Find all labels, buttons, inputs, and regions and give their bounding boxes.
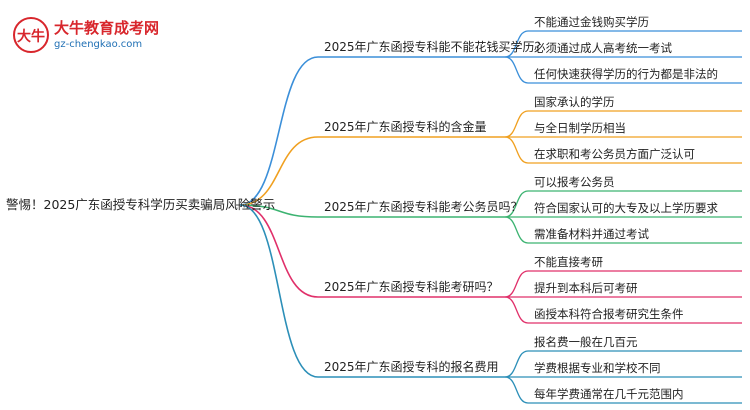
branch-topic: 2025年广东函授专科的报名费用 (324, 359, 499, 374)
leaf-topic: 提升到本科后可考研 (534, 281, 638, 295)
logo-brand-name: 大牛教育成考网 (54, 19, 159, 37)
leaf-topic: 任何快速获得学历的行为都是非法的 (534, 67, 718, 81)
leaf-connector (504, 296, 529, 324)
leaf-topic: 符合国家认可的大专及以上学历要求 (534, 201, 718, 215)
root-topic: 警惕！2025广东函授专科学历买卖骗局风险警示 (6, 197, 275, 212)
leaf-topic: 不能通过金钱购买学历 (534, 15, 649, 29)
branch-connector (239, 204, 319, 378)
leaf-topic: 学费根据专业和学校不同 (534, 361, 661, 375)
branch-topic: 2025年广东函授专科能不能花钱买学历？ (324, 39, 547, 54)
branch-connector (239, 204, 319, 298)
leaf-connector (504, 136, 529, 164)
leaf-connector (504, 376, 529, 404)
branch-topic: 2025年广东函授专科能考研吗？ (324, 279, 499, 294)
branch-connector (239, 204, 319, 218)
logo-emblem-icon (13, 17, 49, 53)
mindmap-nodes: 2025年广东函授专科能不能花钱买学历？ 不能通过金钱购买学历必须通过成人高考统一… (318, 15, 742, 404)
leaf-connector (504, 190, 529, 218)
logo-url: gz-chengkao.com (54, 39, 142, 50)
leaf-topic: 每年学费通常在几千元范围内 (534, 387, 684, 401)
leaf-topic: 需准备材料并通过考试 (534, 227, 649, 241)
leaf-connector (504, 350, 529, 378)
site-logo[interactable]: 大牛 大牛教育成考网 gz-chengkao.com (13, 17, 159, 53)
branch-topic: 2025年广东函授专科能考公务员吗？ (324, 199, 523, 214)
branch-connector (239, 136, 319, 206)
leaf-topic: 可以报考公务员 (534, 175, 615, 189)
leaf-connector (504, 110, 529, 138)
leaf-topic: 报名费一般在几百元 (534, 335, 638, 349)
mindmap-links (236, 30, 529, 404)
leaf-topic: 函授本科符合报考研究生条件 (534, 307, 684, 321)
leaf-topic: 国家承认的学历 (534, 95, 615, 109)
leaf-topic: 在求职和考公务员方面广泛认可 (534, 147, 695, 161)
leaf-topic: 必须通过成人高考统一考试 (534, 41, 672, 55)
branch-connector (239, 56, 319, 206)
logo-mark: 大牛 (17, 28, 45, 45)
leaf-connector (504, 270, 529, 298)
leaf-topic: 不能直接考研 (534, 255, 603, 269)
branch-topic: 2025年广东函授专科的含金量 (324, 119, 487, 134)
leaf-topic: 与全日制学历相当 (534, 121, 626, 135)
leaf-connector (504, 216, 529, 244)
leaf-connector (504, 30, 529, 58)
leaf-connector (504, 56, 529, 84)
